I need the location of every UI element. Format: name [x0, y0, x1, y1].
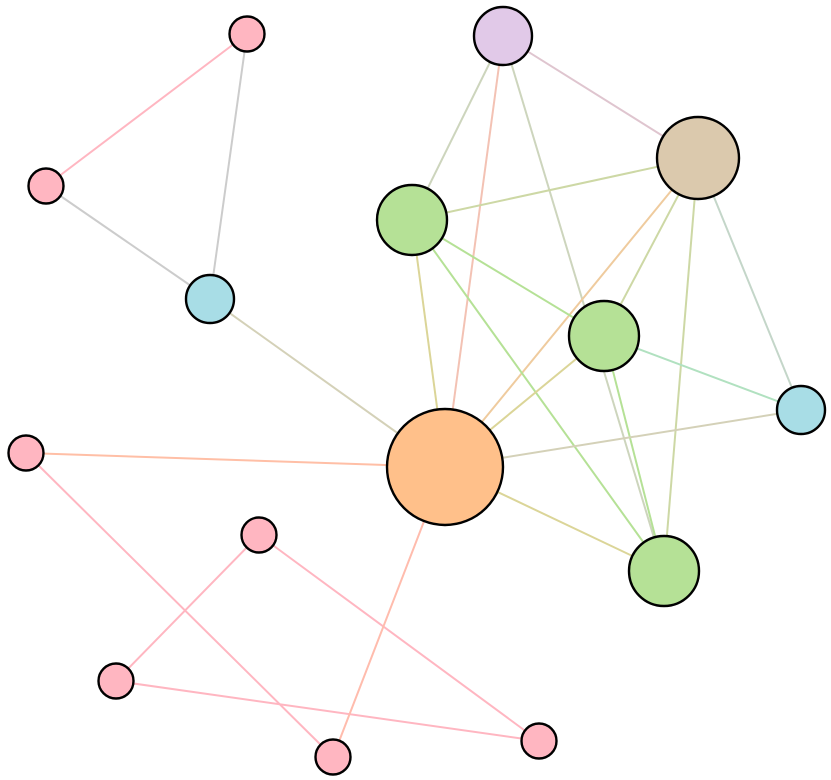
- node-green-left[interactable]: [375, 183, 449, 257]
- edge-green-left-green-bottom: [411, 219, 665, 572]
- edge-pink-mid-left-hub: [25, 452, 446, 468]
- node-pink-center[interactable]: [240, 516, 278, 554]
- edge-pink-center-pink-bottom-right: [258, 534, 540, 742]
- node-purple-top[interactable]: [472, 5, 534, 67]
- edge-green-left-green-mid: [411, 219, 605, 337]
- edge-tan-blue-right: [697, 157, 802, 411]
- node-green-bottom[interactable]: [627, 534, 701, 608]
- edge-hub-blue-right: [444, 409, 802, 468]
- edge-pink-top-blue-left: [209, 33, 248, 300]
- edge-tan-hub: [444, 157, 699, 468]
- node-blue-left[interactable]: [184, 273, 236, 325]
- edge-purple-top-hub: [444, 35, 504, 468]
- edge-pink-top-pink-upper-left: [45, 33, 248, 187]
- edge-purple-top-green-bottom: [502, 35, 665, 572]
- node-pink-lower-left[interactable]: [97, 662, 135, 700]
- node-pink-upper-left[interactable]: [27, 167, 65, 205]
- node-tan[interactable]: [655, 115, 741, 201]
- node-pink-top[interactable]: [228, 15, 266, 53]
- edge-pink-upper-left-blue-left: [45, 185, 211, 300]
- node-pink-mid-left[interactable]: [7, 434, 45, 472]
- edge-green-mid-green-bottom: [603, 335, 665, 572]
- node-pink-bottom[interactable]: [314, 738, 352, 776]
- node-pink-bottom-right[interactable]: [520, 722, 558, 760]
- node-blue-right[interactable]: [775, 384, 827, 436]
- edge-pink-mid-left-pink-bottom: [25, 452, 334, 758]
- edge-tan-green-left: [411, 157, 699, 221]
- edge-pink-center-pink-lower-left: [115, 534, 260, 682]
- edge-pink-lower-left-pink-bottom-right: [115, 680, 540, 742]
- node-hub[interactable]: [385, 407, 505, 527]
- nodes-layer: [7, 5, 827, 776]
- node-green-mid[interactable]: [567, 299, 641, 373]
